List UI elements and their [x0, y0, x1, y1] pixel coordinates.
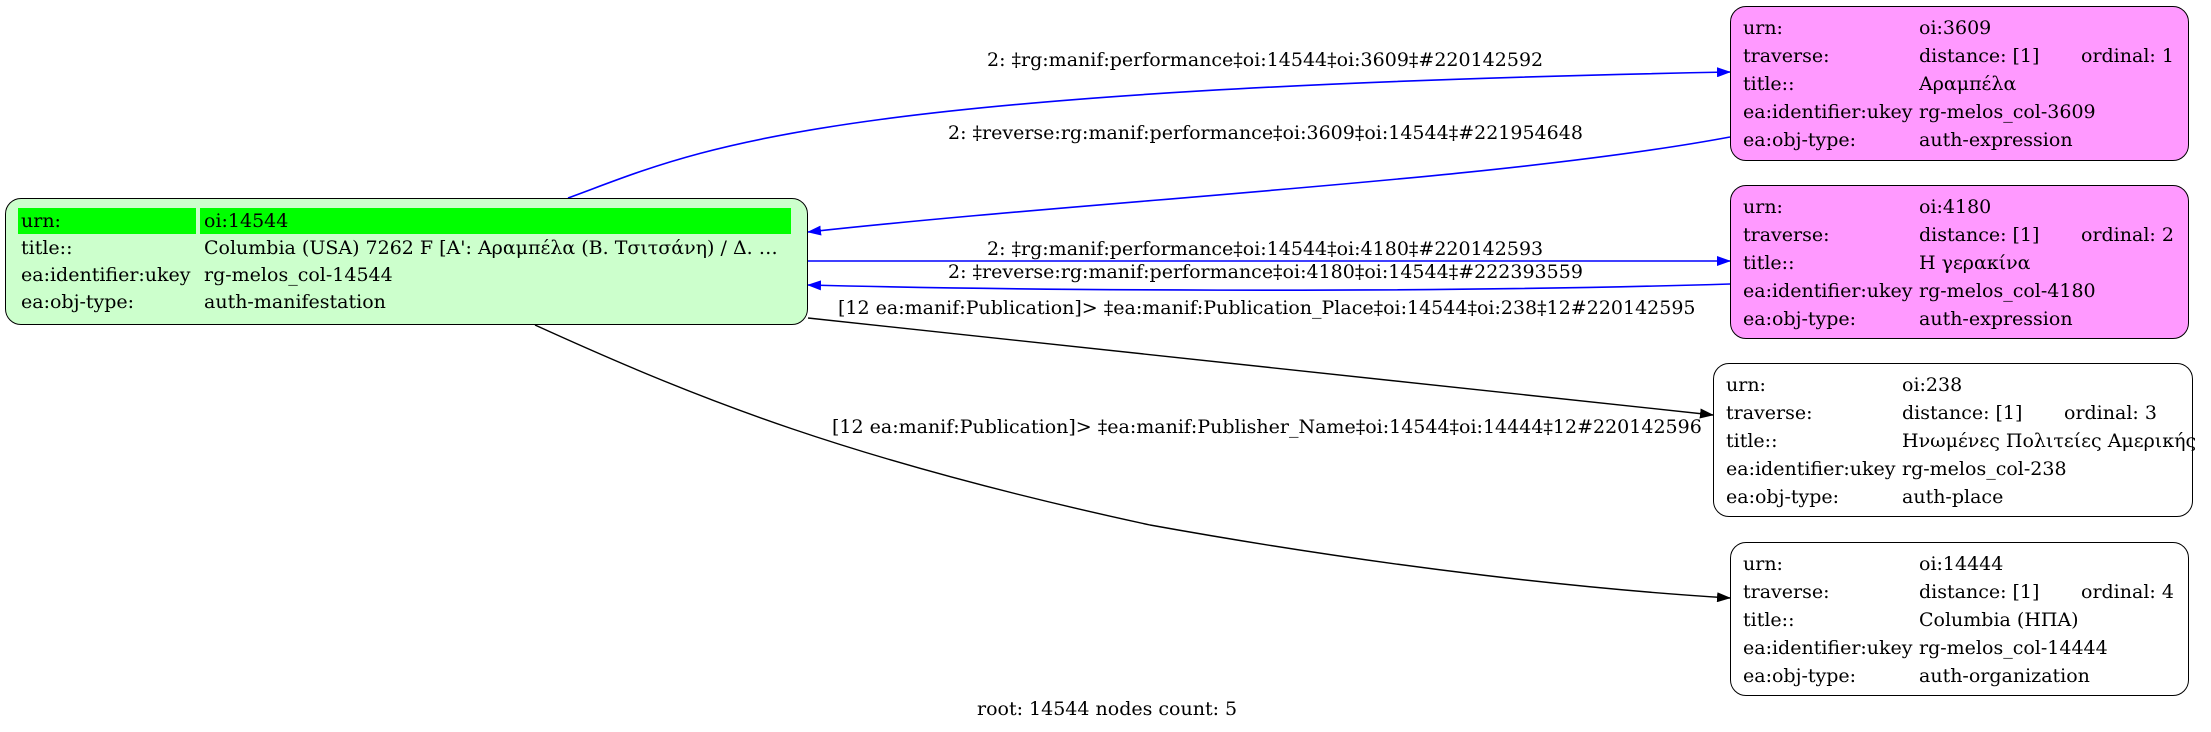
- n3609-row-ukey: ea:identifier:ukey rg-melos_col-3609: [1743, 99, 2176, 125]
- edge-publication-place: [807, 317, 1714, 419]
- n14444-ordinal: ordinal: 4: [2081, 581, 2174, 603]
- n3609-urn-key: urn:: [1743, 17, 1783, 39]
- edge-reverse-performance-4180: [807, 280, 1731, 291]
- edge-label-performance-4180: 2: ‡rg:manif:performance‡oi:14544‡oi:418…: [987, 238, 1544, 260]
- root-row-ukey: ea:identifier:ukey rg-melos_col-14544: [18, 262, 795, 288]
- edge-performance-3609: [567, 67, 1731, 199]
- n238-ordinal: ordinal: 3: [2064, 402, 2157, 424]
- n4180-row-title: title:: Η γερακίνα: [1743, 250, 2176, 276]
- n4180-traverse-key: traverse:: [1743, 224, 1830, 246]
- edge-label-publication-place: [12 ea:manif:Publication]> ‡ea:manif:Pub…: [838, 297, 1696, 319]
- n14444-ukey-value: rg-melos_col-14444: [1919, 637, 2108, 659]
- n3609-ukey-value: rg-melos_col-3609: [1919, 101, 2096, 123]
- n238-urn-value: oi:238: [1902, 374, 1963, 396]
- edge-label-reverse-performance-4180: 2: ‡reverse:rg:manif:performance‡oi:4180…: [948, 261, 1583, 283]
- n4180-title-value: Η γερακίνα: [1919, 252, 2031, 274]
- n14444-title-key: title::: [1743, 609, 1795, 631]
- n14444-type-key: ea:obj-type:: [1743, 665, 1857, 687]
- n14444-urn-value: oi:14444: [1919, 553, 2004, 575]
- n238-title-key: title::: [1726, 430, 1778, 452]
- node-oi-238[interactable]: urn: oi:238 traverse: distance: [1] ordi…: [1713, 363, 2196, 517]
- n238-row-urn: urn: oi:238: [1726, 372, 2180, 398]
- edge-reverse-performance-3609: [807, 136, 1731, 236]
- n3609-distance: distance: [1]: [1919, 45, 2040, 67]
- n14444-row-traverse: traverse: distance: [1] ordinal: 4: [1743, 579, 2176, 605]
- n4180-row-urn: urn: oi:4180: [1743, 194, 2176, 220]
- node-oi-14444[interactable]: urn: oi:14444 traverse: distance: [1] or…: [1730, 542, 2189, 696]
- n4180-row-ukey: ea:identifier:ukey rg-melos_col-4180: [1743, 278, 2176, 304]
- n4180-type-value: auth-expression: [1919, 308, 2073, 330]
- n238-row-traverse: traverse: distance: [1] ordinal: 3: [1726, 400, 2180, 426]
- root-row-title: title:: Columbia (USA) 7262 F [Α': Αραμπ…: [18, 235, 795, 261]
- edge-publisher-name: [534, 324, 1731, 603]
- n3609-ordinal: ordinal: 1: [2081, 45, 2174, 67]
- n3609-type-value: auth-expression: [1919, 129, 2073, 151]
- n3609-title-key: title::: [1743, 73, 1795, 95]
- n4180-ukey-value: rg-melos_col-4180: [1919, 280, 2096, 302]
- root-type-key: ea:obj-type:: [21, 291, 135, 313]
- root-node[interactable]: urn: oi:14544 title:: Columbia (USA) 726…: [5, 198, 808, 325]
- n4180-ukey-key: ea:identifier:ukey: [1743, 280, 1913, 302]
- n3609-row-title: title:: Αραμπέλα: [1743, 71, 2176, 97]
- n238-ukey-value: rg-melos_col-238: [1902, 458, 2067, 480]
- n238-title-value: Ηνωμένες Πολιτείες Αμερικής: [1902, 430, 2197, 452]
- root-urn-key: urn:: [18, 208, 196, 234]
- root-ukey-key: ea:identifier:ukey: [21, 264, 191, 286]
- n238-type-key: ea:obj-type:: [1726, 486, 1840, 508]
- edge-label-reverse-performance-3609: 2: ‡reverse:rg:manif:performance‡oi:3609…: [948, 122, 1583, 144]
- node-oi-3609[interactable]: urn: oi:3609 traverse: distance: [1] ord…: [1730, 6, 2189, 161]
- n4180-title-key: title::: [1743, 252, 1795, 274]
- root-urn-value: oi:14544: [200, 208, 791, 234]
- n238-row-ukey: ea:identifier:ukey rg-melos_col-238: [1726, 456, 2180, 482]
- n3609-row-type: ea:obj-type: auth-expression: [1743, 127, 2176, 153]
- n238-row-title: title:: Ηνωμένες Πολιτείες Αμερικής: [1726, 428, 2196, 454]
- n4180-type-key: ea:obj-type:: [1743, 308, 1857, 330]
- n3609-row-urn: urn: oi:3609: [1743, 15, 2176, 41]
- n238-row-type: ea:obj-type: auth-place: [1726, 484, 2180, 510]
- n4180-distance: distance: [1]: [1919, 224, 2040, 246]
- n4180-urn-value: oi:4180: [1919, 196, 1992, 218]
- n14444-title-value: Columbia (ΗΠΑ): [1919, 609, 2079, 631]
- edge-label-publisher-name: [12 ea:manif:Publication]> ‡ea:manif:Pub…: [832, 416, 1702, 438]
- n238-urn-key: urn:: [1726, 374, 1766, 396]
- root-type-value: auth-manifestation: [204, 291, 386, 313]
- n14444-distance: distance: [1]: [1919, 581, 2040, 603]
- n4180-ordinal: ordinal: 2: [2081, 224, 2174, 246]
- n4180-row-type: ea:obj-type: auth-expression: [1743, 306, 2176, 332]
- graph-footer: root: 14544 nodes count: 5: [977, 698, 1238, 720]
- node-oi-4180[interactable]: urn: oi:4180 traverse: distance: [1] ord…: [1730, 185, 2189, 339]
- n3609-ukey-key: ea:identifier:ukey: [1743, 101, 1913, 123]
- n14444-row-ukey: ea:identifier:ukey rg-melos_col-14444: [1743, 635, 2176, 661]
- n4180-urn-key: urn:: [1743, 196, 1783, 218]
- root-ukey-value: rg-melos_col-14544: [204, 264, 393, 286]
- n14444-type-value: auth-organization: [1919, 665, 2090, 687]
- n238-ukey-key: ea:identifier:ukey: [1726, 458, 1896, 480]
- n14444-urn-key: urn:: [1743, 553, 1783, 575]
- n238-type-value: auth-place: [1902, 486, 2004, 508]
- n4180-row-traverse: traverse: distance: [1] ordinal: 2: [1743, 222, 2176, 248]
- n14444-row-title: title:: Columbia (ΗΠΑ): [1743, 607, 2176, 633]
- root-row-type: ea:obj-type: auth-manifestation: [18, 289, 795, 315]
- n3609-type-key: ea:obj-type:: [1743, 129, 1857, 151]
- n14444-row-urn: urn: oi:14444: [1743, 551, 2176, 577]
- n3609-urn-value: oi:3609: [1919, 17, 1992, 39]
- n3609-traverse-key: traverse:: [1743, 45, 1830, 67]
- edge-label-performance-3609: 2: ‡rg:manif:performance‡oi:14544‡oi:360…: [987, 49, 1544, 71]
- n14444-ukey-key: ea:identifier:ukey: [1743, 637, 1913, 659]
- n14444-traverse-key: traverse:: [1743, 581, 1830, 603]
- n3609-title-value: Αραμπέλα: [1919, 73, 2017, 95]
- root-row-urn: urn: oi:14544: [18, 208, 795, 234]
- n238-traverse-key: traverse:: [1726, 402, 1813, 424]
- n3609-row-traverse: traverse: distance: [1] ordinal: 1: [1743, 43, 2176, 69]
- root-title-key: title::: [21, 237, 73, 259]
- n14444-row-type: ea:obj-type: auth-organization: [1743, 663, 2176, 689]
- n238-distance: distance: [1]: [1902, 402, 2023, 424]
- root-title-value: Columbia (USA) 7262 F [Α': Αραμπέλα (Β. …: [204, 237, 791, 259]
